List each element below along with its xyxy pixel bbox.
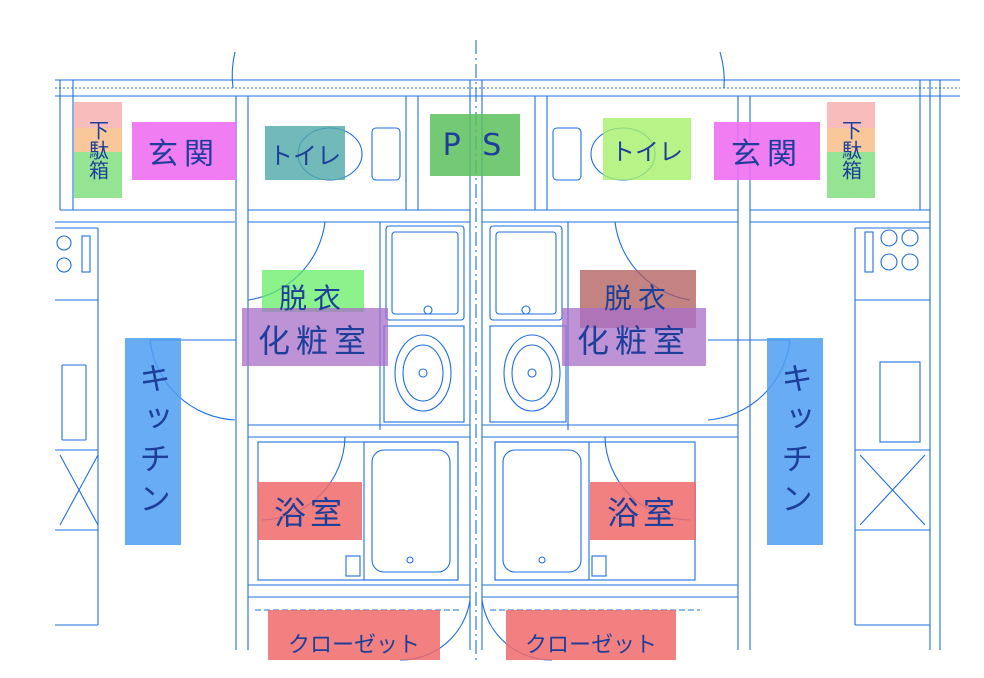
kitchen-fill <box>125 338 181 545</box>
kesho-fill <box>562 308 706 366</box>
getabako-fill-1 <box>74 102 122 128</box>
getabako-fill-1 <box>827 102 875 128</box>
right-yokushitsu-label: 浴室 <box>606 494 679 532</box>
left-getabako-label: 下駄箱 <box>85 120 110 180</box>
right-toilet-label: トイレ <box>611 137 683 166</box>
left-kesho-label: 化粧室 <box>257 322 372 360</box>
right-getabako-label: 下駄箱 <box>838 120 863 180</box>
right-closet-label: クローゼット <box>524 633 657 658</box>
toilet-fill <box>265 126 345 180</box>
datsui-fill <box>262 270 364 312</box>
getabako-fill-3 <box>827 152 875 198</box>
left-toilet-label: トイレ <box>269 141 341 170</box>
toilet-fill <box>603 118 691 180</box>
left-datsui-label: 脱衣 <box>278 282 347 315</box>
genkan-fill <box>132 122 236 180</box>
right-genkan-label: 玄関 <box>731 137 803 172</box>
getabako-fill-3 <box>74 152 122 198</box>
yokushitsu-fill <box>590 482 696 540</box>
left-closet-label: クローゼット <box>287 633 420 658</box>
ps-fill <box>430 114 520 176</box>
kitchen-fill <box>767 338 823 545</box>
kesho-fill <box>242 308 388 366</box>
yokushitsu-fill <box>258 482 362 540</box>
ps-label: P S <box>442 127 508 163</box>
right-datsui-label: 脱衣 <box>603 282 672 315</box>
right-kitchen-label: キッチン <box>776 361 814 522</box>
right-kesho-label: 化粧室 <box>576 322 691 360</box>
right-unit <box>506 102 875 660</box>
getabako-fill-2 <box>827 128 875 152</box>
closet-fill <box>268 610 440 660</box>
closet-fill <box>506 610 676 660</box>
genkan-fill <box>714 122 820 180</box>
left-kitchen-label: キッチン <box>134 361 172 522</box>
getabako-fill-2 <box>74 128 122 152</box>
left-genkan-label: 玄関 <box>148 137 220 172</box>
left-yokushitsu-label: 浴室 <box>273 494 346 532</box>
left-unit <box>74 102 440 660</box>
